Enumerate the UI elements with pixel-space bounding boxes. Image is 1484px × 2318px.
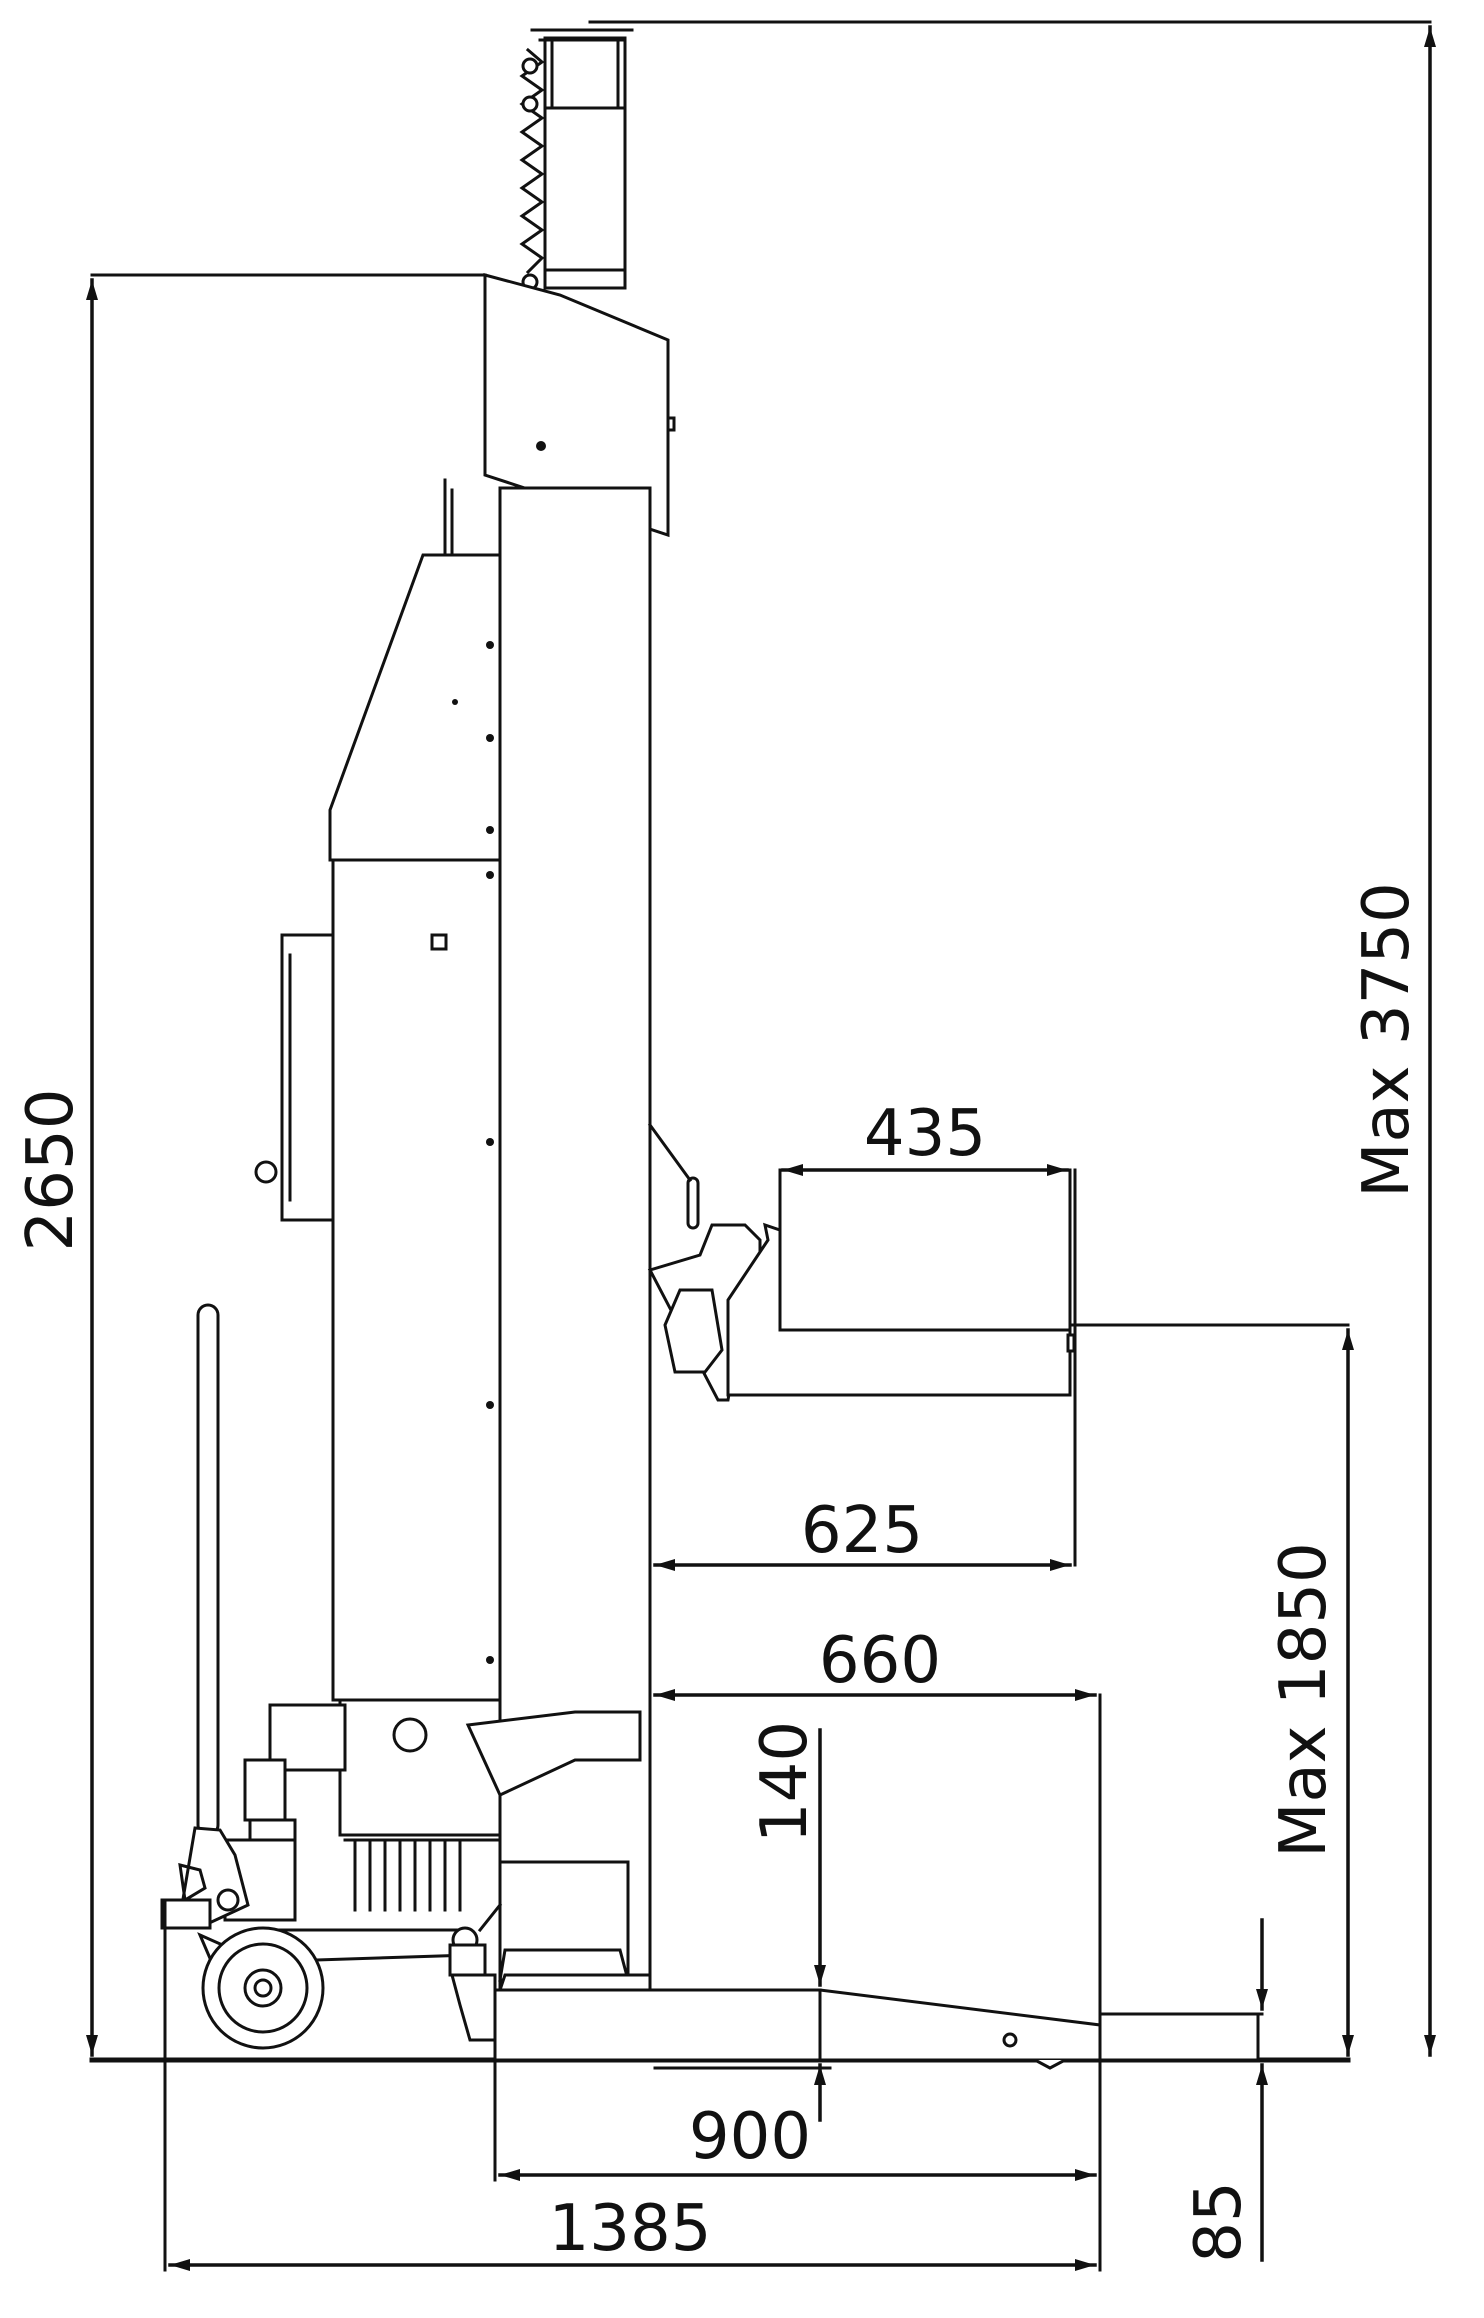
- label-base-length: 900: [689, 2100, 811, 2174]
- base-fork: [493, 1988, 1102, 2062]
- carrier-saddle: [726, 1170, 1072, 1397]
- label-max-lift-height: Max 3750: [1350, 882, 1424, 1198]
- label-carrier-reach: 625: [801, 1494, 923, 1568]
- lift-machine: [89, 28, 1351, 2070]
- cylinder-cap: [550, 36, 620, 110]
- top-plate: [483, 273, 670, 538]
- label-overall-height: 2650: [14, 1089, 88, 1252]
- label-fork-reach: 660: [819, 1624, 941, 1698]
- main-column: [498, 486, 652, 2050]
- label-max-carrier-height: Max 1850: [1267, 1542, 1341, 1858]
- gearbox: [338, 1698, 502, 1837]
- handle-icon: [686, 1176, 700, 1230]
- label-fork-min-height: 140: [748, 1721, 822, 1843]
- label-fork-thickness: 85: [1182, 2181, 1256, 2262]
- handle-bar: [196, 1303, 220, 1837]
- dimension-labels: 2650 Max 3750 435 625 660 140 Max 1850 9…: [14, 882, 1424, 2266]
- wheel-icon: [201, 1926, 325, 2050]
- ratchet-teeth: [519, 47, 545, 275]
- upper-cover: [328, 553, 502, 862]
- dimension-lines: [86, 20, 1436, 2272]
- fork-tip: [1098, 2012, 1260, 2062]
- control-cabinet: [331, 858, 502, 1702]
- gearbox-fins: [353, 1838, 462, 1912]
- emergency-button: [254, 1160, 278, 1184]
- label-carrier-depth: 435: [864, 1097, 986, 1171]
- label-overall-length: 1385: [549, 2192, 712, 2266]
- wheel-bracket: [465, 1710, 642, 1797]
